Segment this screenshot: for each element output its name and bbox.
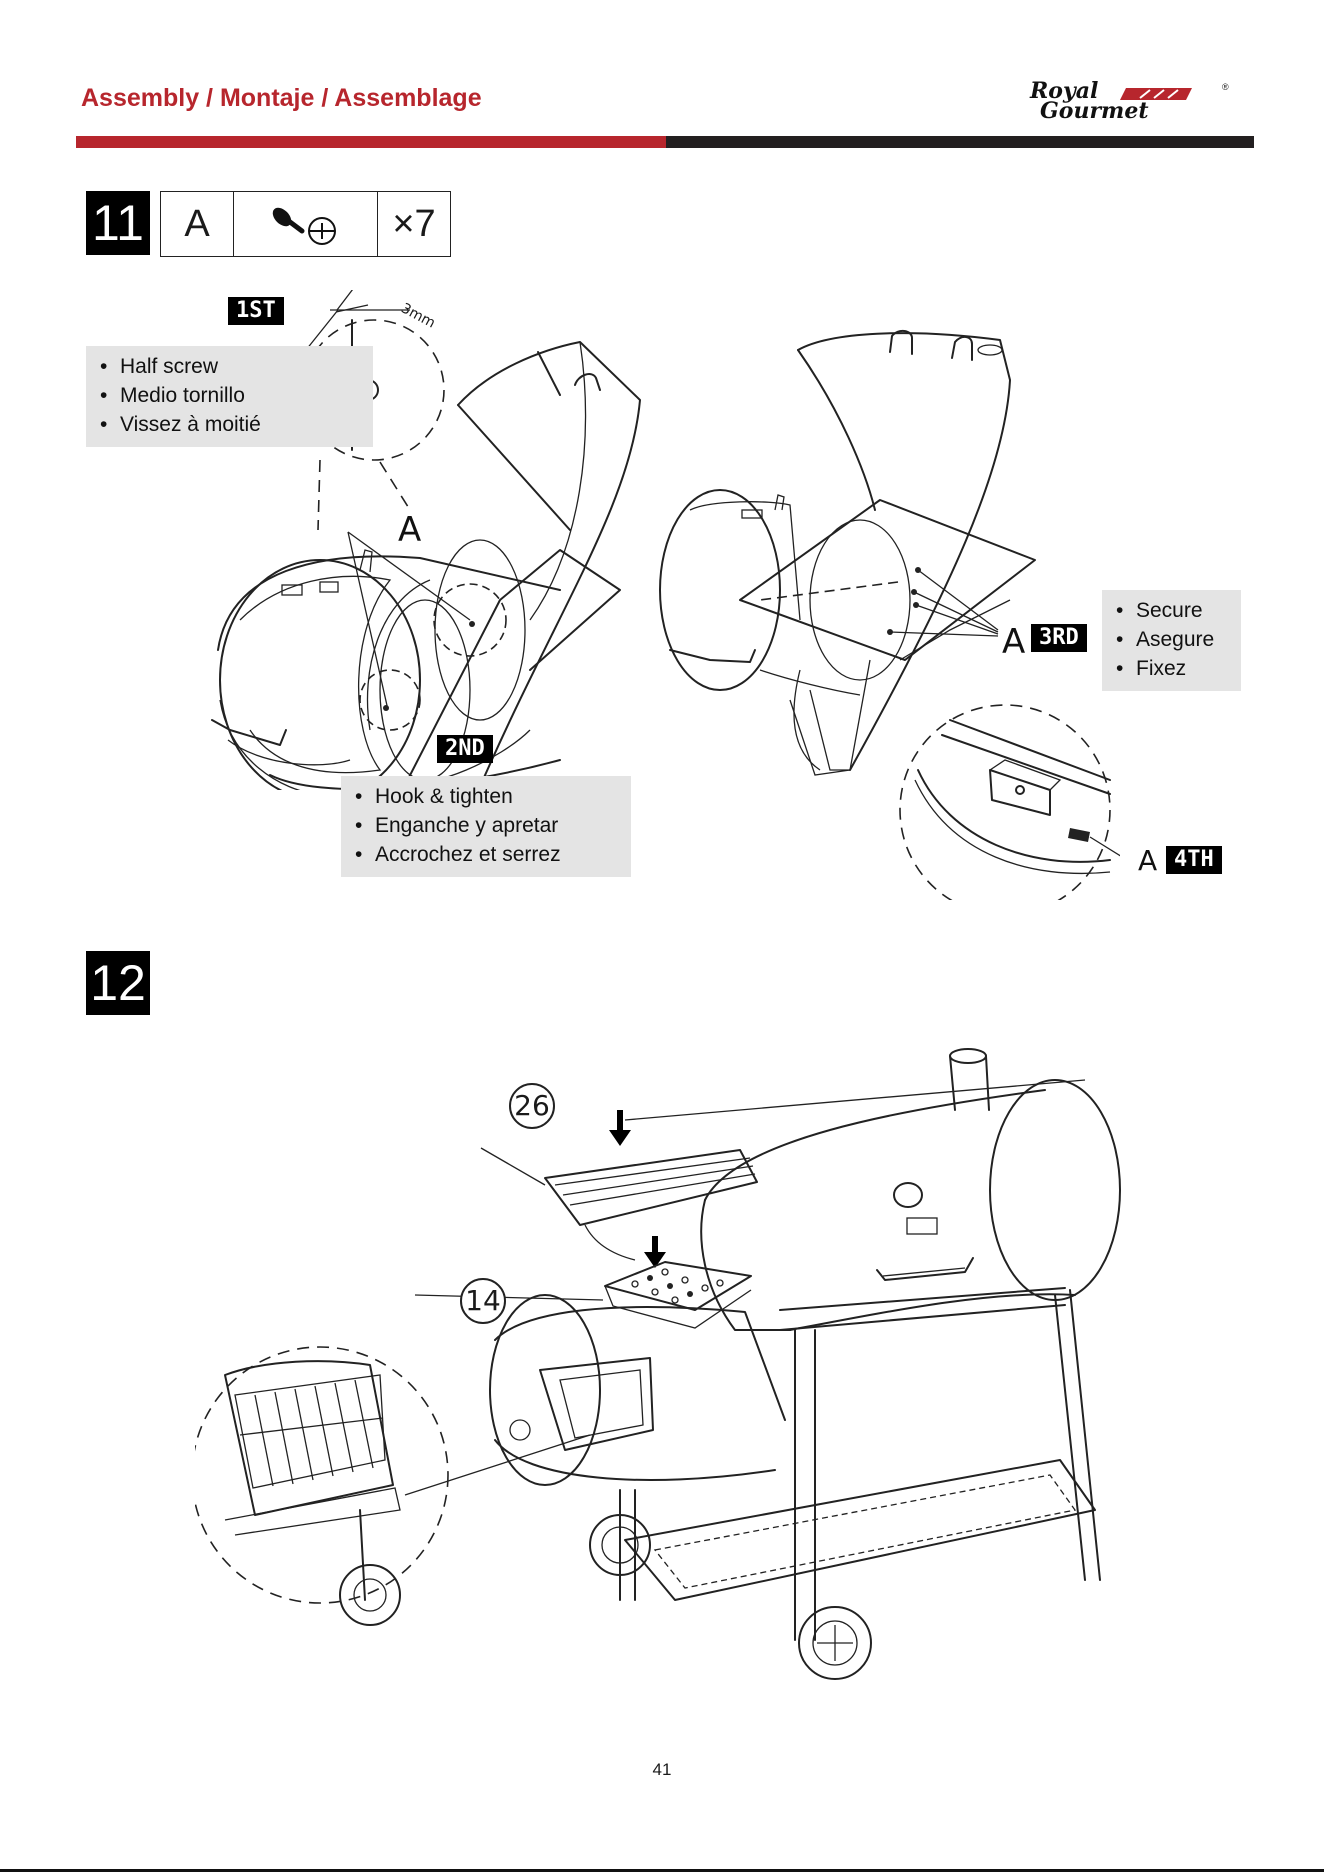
part-icon-cell [234, 192, 378, 256]
note-hook-tighten: Hook & tighten Enganche y apretar Accroc… [341, 776, 631, 877]
note-hook-es: Enganche y apretar [355, 811, 617, 840]
step-12-illustration [195, 1040, 1135, 1690]
step-12-badge: 12 [86, 951, 150, 1015]
tag-4th: 4TH [1166, 846, 1222, 874]
label-part-a-third: A [1002, 622, 1025, 662]
tag-1st: 1ST [228, 297, 284, 325]
callout-26-grate: 26 [509, 1083, 555, 1129]
header-rule-red [76, 136, 666, 148]
tray-holes [632, 1269, 723, 1303]
tag-3rd: 3RD [1031, 624, 1087, 652]
note-half-screw: Half screw Medio tornillo Vissez à moiti… [86, 346, 373, 447]
page-number: 41 [0, 1760, 1324, 1780]
parts-table: A ×7 [160, 191, 451, 257]
registered-mark: ® [1222, 82, 1229, 92]
note-half-screw-en: Half screw [100, 352, 359, 381]
note-secure-es: Asegure [1116, 625, 1227, 654]
page-title: Assembly / Montaje / Assemblage [81, 84, 482, 113]
header-rule-dark [666, 136, 1254, 148]
note-half-screw-es: Medio tornillo [100, 381, 359, 410]
note-secure-en: Secure [1116, 596, 1227, 625]
brand-logo: Royal Gourmet ® [1030, 80, 1230, 128]
step-11-badge: 11 [86, 191, 150, 255]
screw-icon [266, 201, 346, 247]
note-secure-fr: Fixez [1116, 654, 1227, 683]
note-hook-en: Hook & tighten [355, 782, 617, 811]
brand-flag-icon [1120, 86, 1192, 102]
label-part-a-fourth: A [1138, 844, 1157, 877]
brand-line-2: Gourmet [1040, 100, 1149, 122]
tag-2nd: 2ND [437, 735, 493, 763]
quantity-cell: ×7 [378, 192, 450, 256]
note-secure: Secure Asegure Fixez [1102, 590, 1241, 691]
note-hook-fr: Accrochez et serrez [355, 840, 617, 869]
step-11-right-illustration [650, 300, 1120, 900]
note-half-screw-fr: Vissez à moitié [100, 410, 359, 439]
part-letter-cell: A [161, 192, 234, 256]
label-part-a-left: A [398, 510, 421, 550]
callout-14-tray: 14 [460, 1278, 506, 1324]
